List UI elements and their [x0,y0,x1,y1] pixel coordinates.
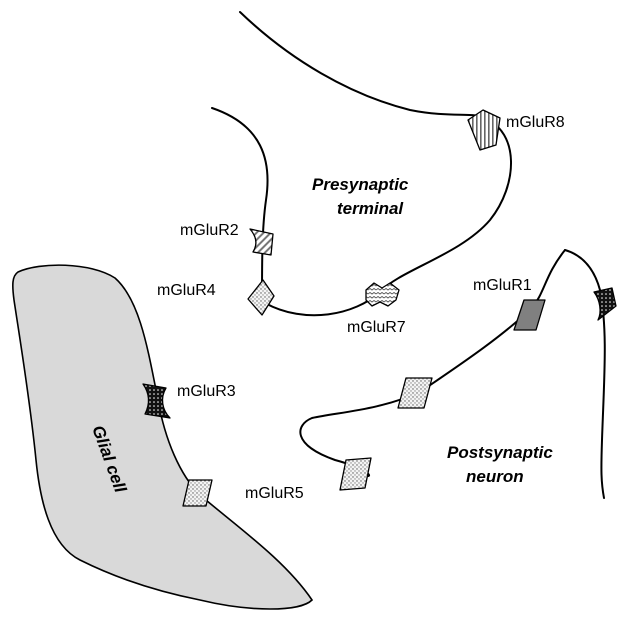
mglur2-receptor [250,229,273,255]
mglur8-label: mGluR8 [506,114,565,131]
presynaptic-outer-membrane [240,12,511,315]
mglur2-label: mGluR2 [180,222,239,239]
mglur3-label: mGluR3 [177,383,236,400]
mglur4-label: mGluR4 [157,282,216,299]
glial-cell [13,265,312,609]
mglur7-label: mGluR7 [347,319,406,336]
mglur5-label: mGluR5 [245,485,304,502]
presynaptic-label-line1: Presynaptic [312,175,409,194]
presynaptic-inner-membrane [212,108,268,300]
postsynaptic-label-line1: Postsynaptic [447,443,553,462]
presynaptic-label-line2: terminal [337,199,404,218]
mglur7-receptor [366,283,399,306]
postsynaptic-membrane-right [565,250,605,498]
mglur1-label: mGluR1 [473,277,532,294]
mglur4-receptor [248,280,274,315]
mglur5-receptor-postsynaptic-2 [398,378,432,408]
mglur1-receptor [514,300,545,330]
postsynaptic-label-line2: neuron [466,467,524,486]
mglur3-receptor-postsynaptic [594,288,616,320]
